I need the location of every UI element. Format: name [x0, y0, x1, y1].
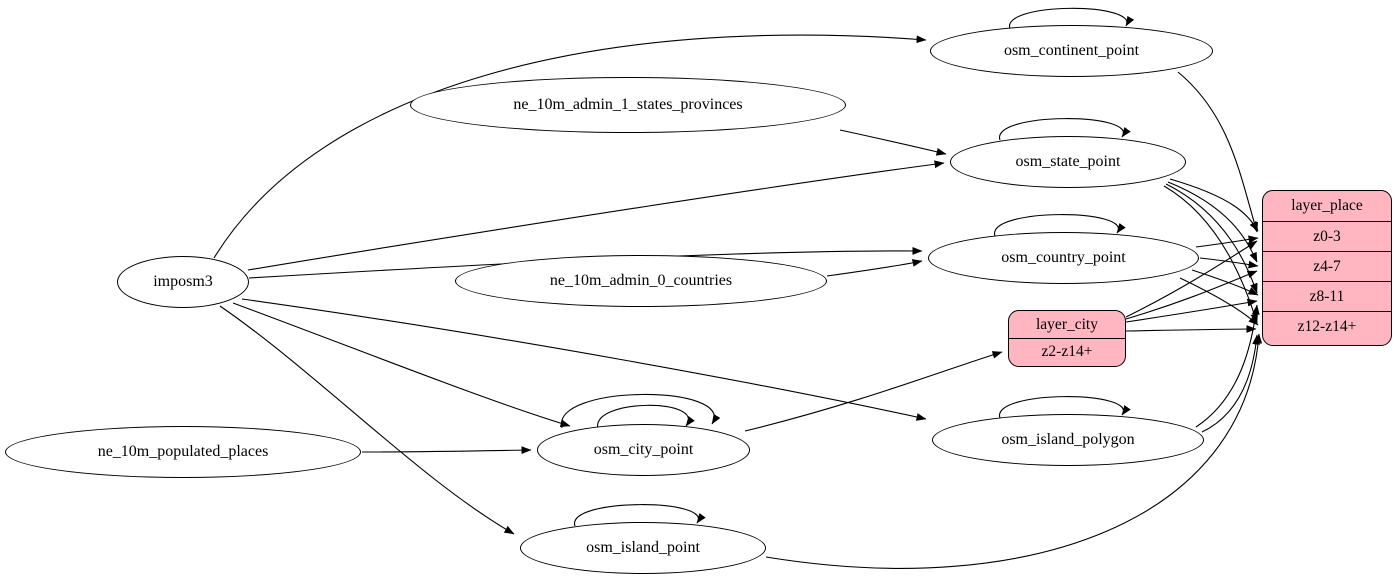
edge-state-z4 [1167, 181, 1258, 263]
self-loop-country [994, 214, 1126, 237]
node-state-label: osm_state_point [1015, 153, 1121, 170]
node-ne-10m-admin-0-countries: ne_10m_admin_0_countries [455, 255, 827, 307]
edge-layer-city-z0 [1125, 240, 1258, 318]
node-island-polygon-label: osm_island_polygon [1001, 431, 1135, 448]
node-island-point-label: osm_island_point [586, 539, 700, 556]
self-loop-city-outer [561, 393, 721, 429]
node-imposm3: imposm3 [117, 256, 249, 308]
self-loop-island-point [574, 504, 706, 527]
node-osm-state-point: osm_state_point [950, 136, 1186, 188]
edge-imposm3-state [247, 160, 945, 271]
node-osm-country-point: osm_country_point [928, 232, 1199, 284]
edge-country-z4 [1199, 257, 1259, 269]
node-osm-continent-point: osm_continent_point [930, 25, 1213, 77]
self-loop-city-inner [597, 404, 695, 430]
edge-ne-states-state [839, 129, 947, 156]
edge-country-z0 [1195, 235, 1259, 248]
node-country-label: osm_country_point [1001, 249, 1126, 266]
edge-state-z0 [1169, 178, 1259, 232]
edge-continent-z0 [1177, 71, 1259, 233]
node-imposm3-label: imposm3 [153, 273, 213, 290]
edge-island-point-z12 [765, 333, 1263, 569]
edge-imposm3-island-polygon [241, 298, 927, 421]
edge-country-z8 [1191, 269, 1259, 296]
record-layer-place-title: layer_place [1291, 197, 1363, 214]
edge-imposm3-city [232, 302, 571, 428]
edges [213, 7, 1263, 569]
edge-imposm3-island-point [219, 305, 515, 535]
self-loop-continent [1009, 7, 1135, 30]
edge-layer-city-z8 [1125, 298, 1258, 323]
record-layer-city: layer_city z2-z14+ [1008, 310, 1126, 367]
node-ne-10m-populated-places: ne_10m_populated_places [5, 426, 361, 478]
edge-island-polygon-z8 [1195, 304, 1260, 428]
node-city-label: osm_city_point [593, 441, 694, 458]
node-continent-label: osm_continent_point [1003, 42, 1140, 59]
edge-country-z12 [1179, 277, 1259, 326]
edge-ne-places-city [361, 446, 532, 455]
node-ne-countries-label: ne_10m_admin_0_countries [549, 272, 733, 289]
node-osm-island-polygon: osm_island_polygon [932, 414, 1204, 466]
node-osm-island-point: osm_island_point [520, 522, 766, 574]
node-ne-10m-admin-1-states-provinces: ne_10m_admin_1_states_provinces [410, 77, 846, 133]
node-osm-city-point: osm_city_point [537, 424, 750, 476]
self-loop-state [999, 118, 1131, 141]
record-layer-place: layer_place z0-3 z4-7 z8-11 z12-z14+ [1262, 190, 1392, 346]
edge-state-z8 [1165, 183, 1258, 294]
record-layer-place-row-z8-11: z8-11 [1263, 281, 1391, 311]
record-layer-place-row-z12-z14: z12-z14+ [1263, 311, 1391, 341]
record-layer-place-row-z4-7: z4-7 [1263, 251, 1391, 281]
edge-ne-countries-country [826, 259, 923, 277]
node-ne-places-label: ne_10m_populated_places [97, 443, 269, 460]
edge-layer-city-z4 [1125, 270, 1258, 320]
node-ne-states-label: ne_10m_admin_1_states_provinces [513, 96, 743, 113]
edge-layer-city-z12 [1125, 325, 1257, 333]
edge-imposm3-continent [213, 34, 927, 259]
record-layer-place-row-z0-3: z0-3 [1263, 221, 1391, 251]
self-loop-island-polygon [999, 396, 1131, 419]
record-layer-city-title: layer_city [1036, 315, 1098, 333]
edge-island-polygon-z12 [1201, 334, 1260, 433]
record-layer-city-row-z2-z14: z2-z14+ [1009, 338, 1125, 365]
edge-city-layer-city [744, 351, 1003, 432]
